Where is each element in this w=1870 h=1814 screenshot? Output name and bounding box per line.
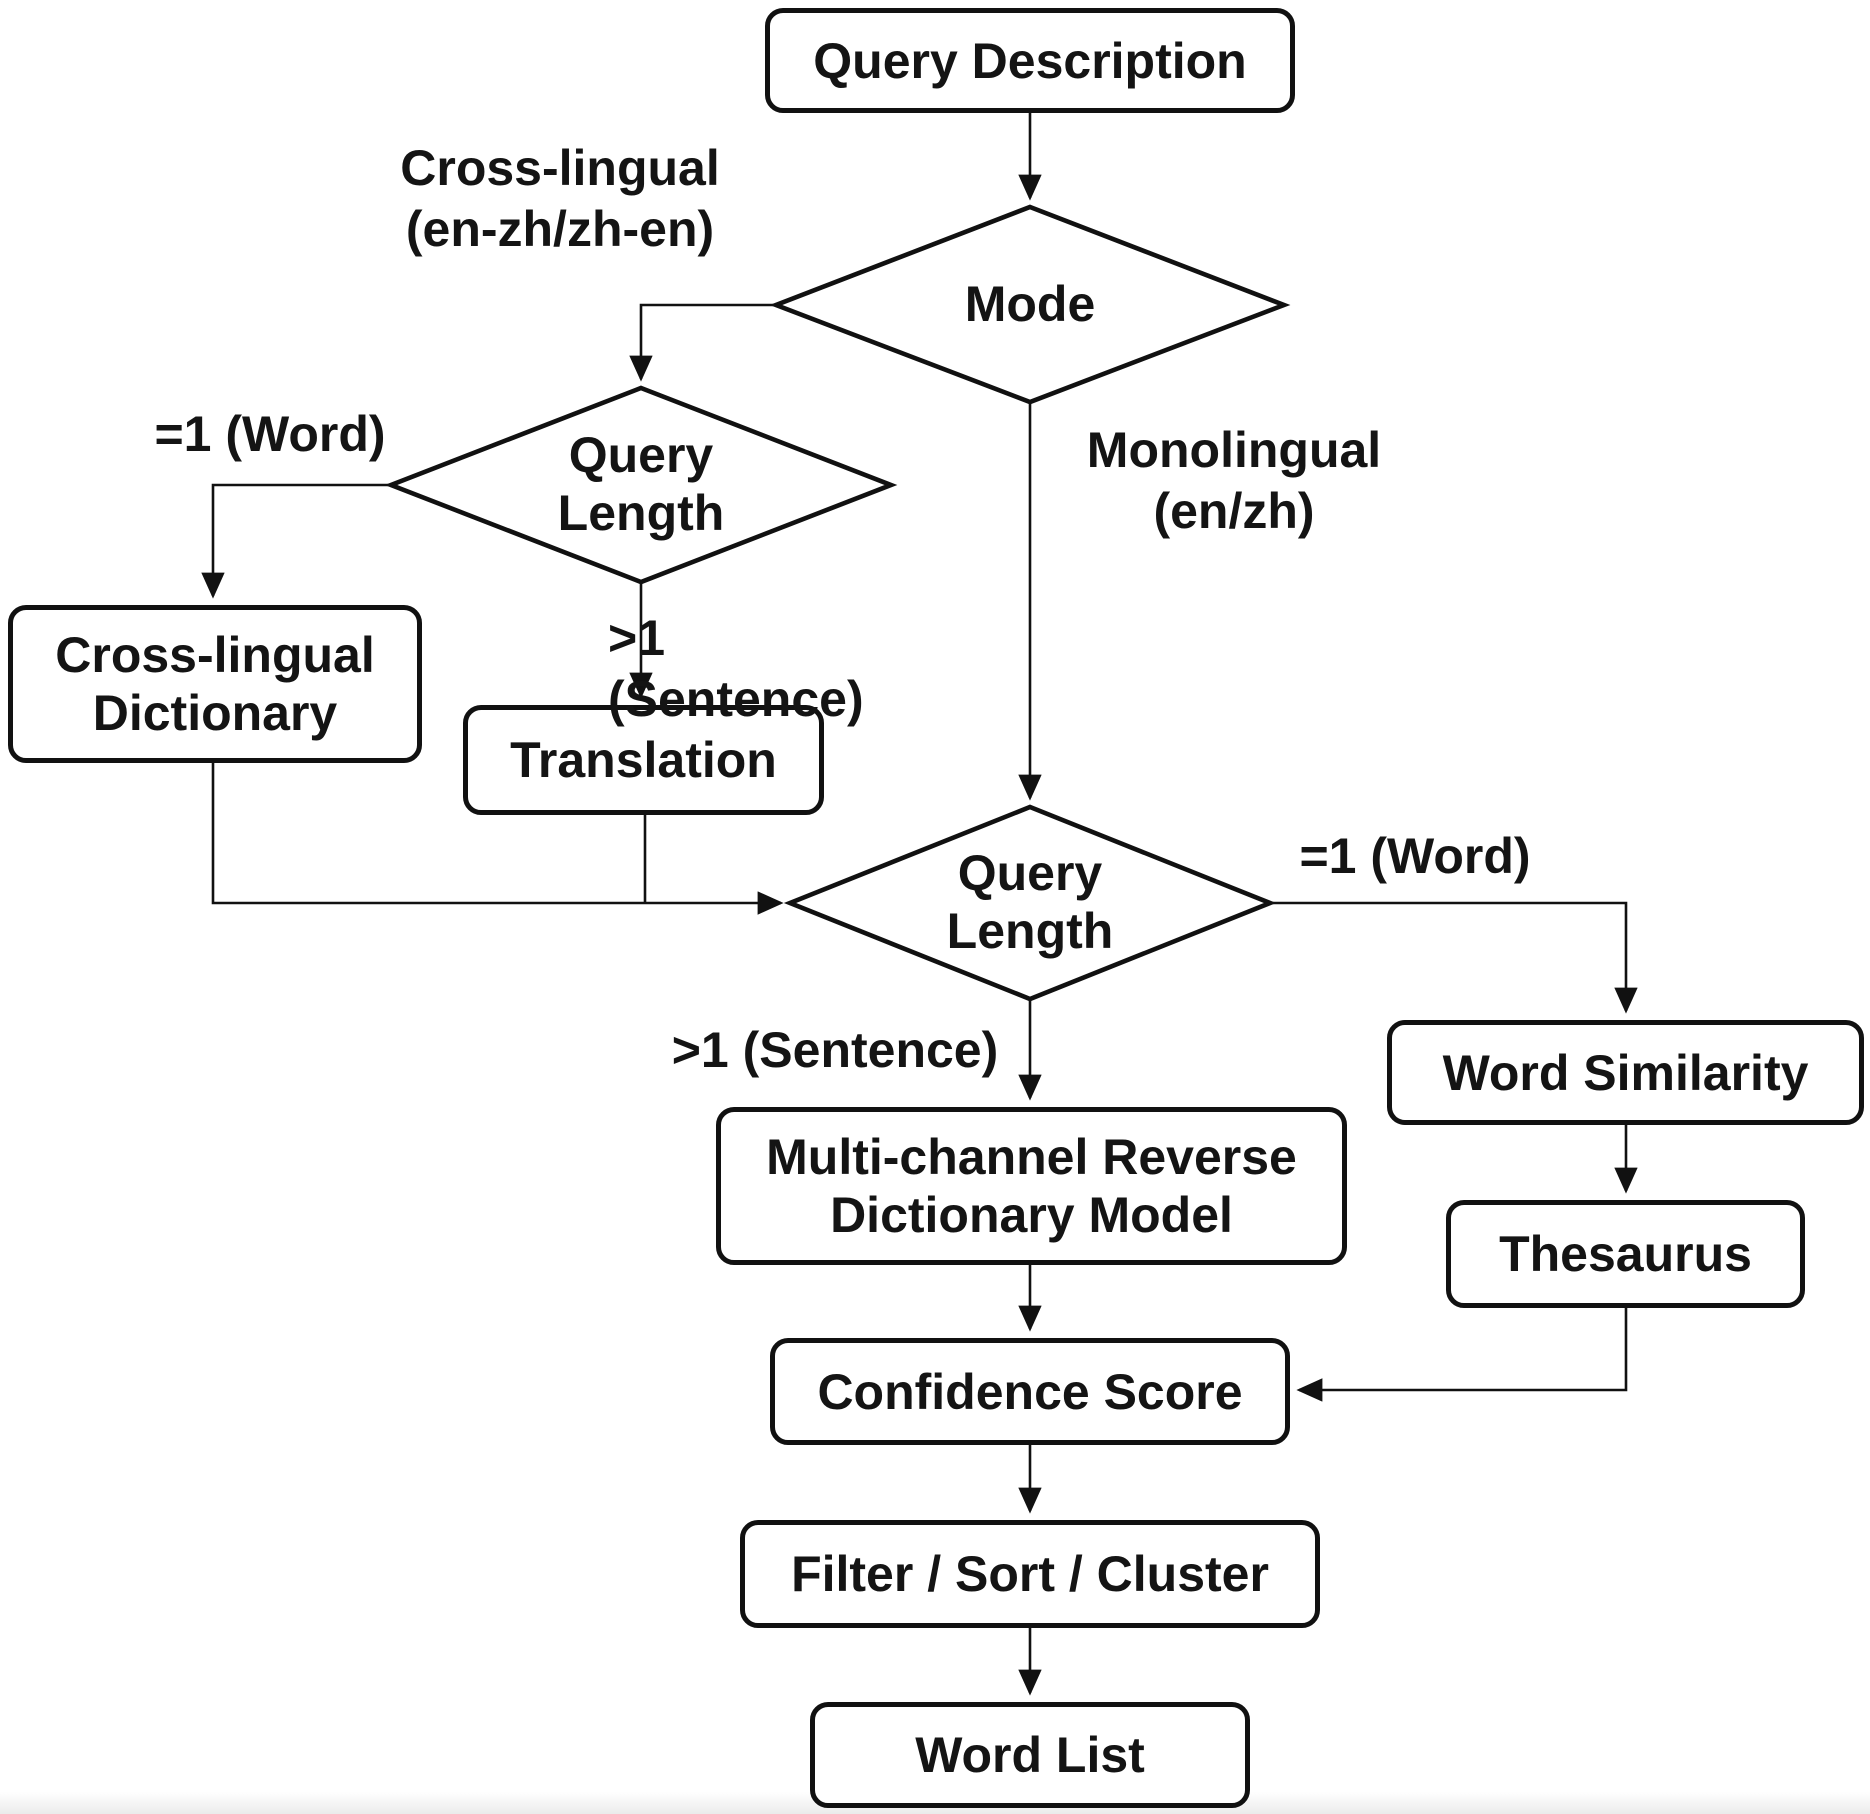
branch-label-word-top: =1 (Word) [154, 406, 386, 462]
edge-thesaurus-to-confidencescore [1296, 1308, 1628, 1402]
node-word-list: Word List [810, 1702, 1250, 1808]
query-length-top-diamond-label: Query Length [557, 427, 725, 541]
node-query-description: Query Description [765, 8, 1295, 113]
branch-label-sentence-mid: >1 (Sentence) [671, 1022, 999, 1078]
node-translation: Translation [463, 705, 824, 815]
node-confidence-score: Confidence Score [770, 1338, 1290, 1445]
node-thesaurus: Thesaurus [1446, 1200, 1805, 1308]
branch-label-word-mid: =1 (Word) [1299, 828, 1531, 884]
query-length-top-decision-diamond [384, 385, 898, 585]
branch-label-monolingual: Monolingual (en/zh) [1086, 422, 1382, 539]
query-length-mid-diamond-label: Query Length [946, 845, 1114, 959]
edge-mode-to-querylength-top [629, 303, 776, 382]
node-word-similarity: Word Similarity [1387, 1020, 1864, 1125]
branch-label-cross-lingual: Cross-lingual (en-zh/zh-en) [400, 140, 720, 257]
node-cross-lingual-dictionary: Cross-lingual Dictionary [8, 605, 422, 763]
branch-label-sentence-top: >1 (Sentence) [608, 610, 864, 727]
edge-crosslingualdictionary-to-querylength-mid [211, 763, 784, 915]
query-length-mid-decision-diamond [783, 804, 1277, 1002]
mode-decision-diamond [769, 204, 1291, 405]
node-filter-sort-cluster: Filter / Sort / Cluster [740, 1520, 1320, 1628]
edge-querylength-mid-to-wordsimilarity [1270, 901, 1638, 1014]
edge-querylength-top-to-crosslingualdictionary [201, 483, 391, 599]
mode-diamond-label: Mode [964, 276, 1096, 332]
node-multi-channel-reverse-dictionary-model: Multi-channel Reverse Dictionary Model [716, 1107, 1347, 1265]
